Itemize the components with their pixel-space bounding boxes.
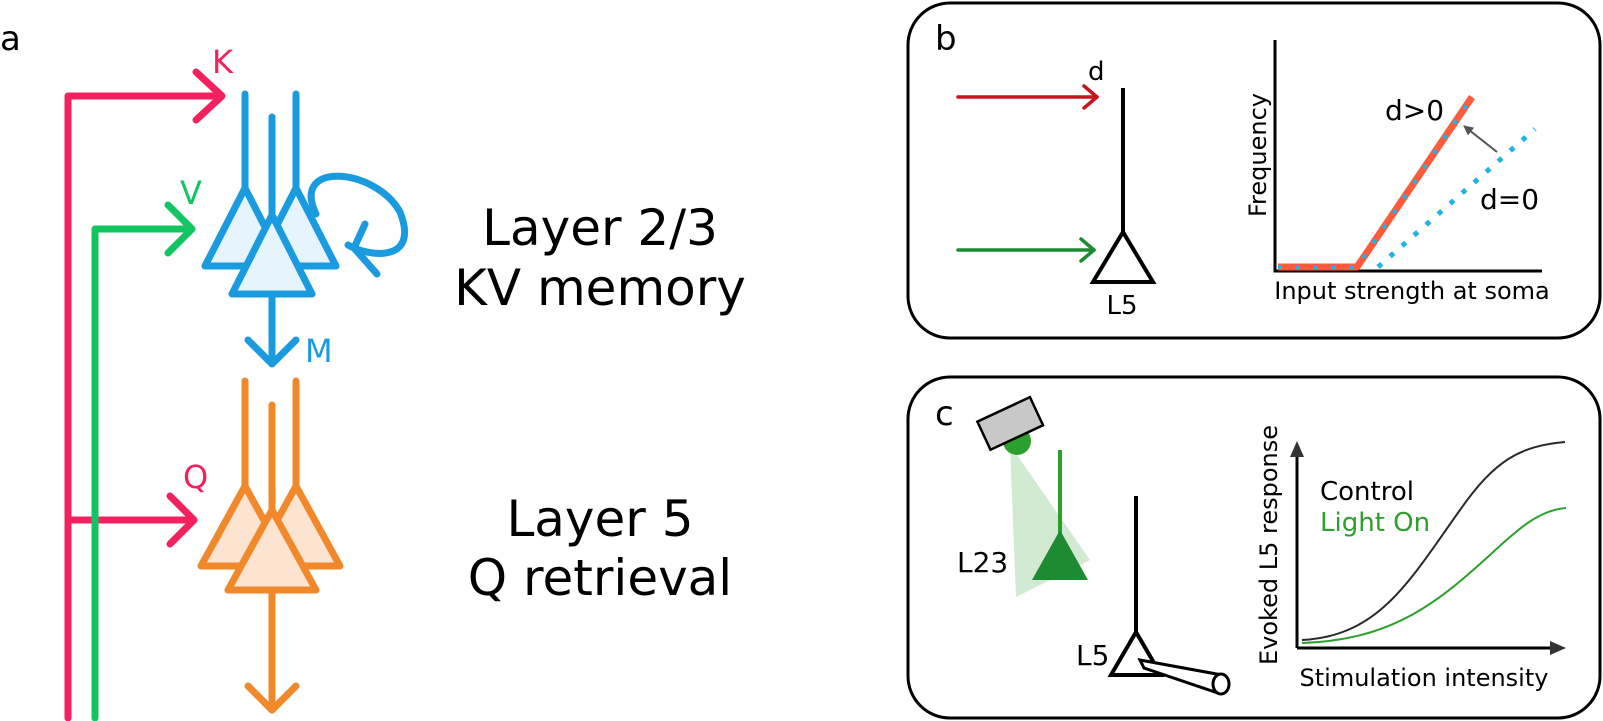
recurrent-loop [307,172,409,257]
q-arrowhead [166,492,198,548]
layer5-neurons [197,377,344,714]
plot-c-yaxis-arrowhead [1290,441,1304,457]
panel-a: a K V Q M [0,19,746,721]
layer23-neurons [201,90,409,368]
layer5-title: Layer 5 [506,490,693,548]
legend-control: Control [1320,477,1414,507]
panel-c-frame [906,375,1602,720]
recurrent-arrowhead [350,220,381,278]
l5-neuron-b [1089,88,1157,284]
plot-c-ylabel: Evoked L5 response [1255,425,1283,665]
curve-light-on [1301,507,1567,644]
legend-light-on: Light On [1320,508,1430,538]
dendrite-label: d [1088,57,1105,87]
v-input-line [91,225,194,721]
layer23-subtitle: KV memory [454,259,746,317]
panel-b-letter: b [935,19,957,59]
q-label: Q [183,458,208,496]
label-d-positive: d>0 [1385,94,1444,127]
somatic-input-arrow [956,237,1096,263]
layer23-title: Layer 2/3 [482,199,718,257]
panel-b: b d L5 Frequency Input strength at soma … [906,1,1602,340]
plot-b-axes [1273,40,1542,273]
l23-label: L23 [957,546,1008,579]
layer5-subtitle: Q retrieval [468,549,732,607]
panel-c: c L23 L5 Evoked L5 response Stimulation [906,375,1602,720]
v-arrowhead [164,201,196,257]
m-label: M [305,332,333,370]
k-arrowhead [192,68,226,124]
plot-c-xaxis-arrowhead [1550,641,1566,655]
k-label: K [212,43,234,81]
panel-a-letter: a [0,19,21,59]
l23-neuron-c [1032,450,1088,580]
curve-d-zero [1376,127,1537,269]
plot-c: Evoked L5 response Stimulation intensity… [1255,425,1567,692]
curve-d-positive [1278,95,1475,271]
light-device [975,395,1045,452]
label-d-zero: d=0 [1480,183,1539,216]
plot-b-ylabel: Frequency [1244,93,1272,217]
shift-arrow [1463,125,1498,153]
dendritic-input-arrow [956,84,1099,110]
plot-c-xlabel: Stimulation intensity [1300,664,1549,692]
panel-b-frame [906,1,1602,340]
l5-neuron-c [1107,496,1231,696]
v-label: V [180,174,202,212]
kq-input-pathway [64,68,226,721]
m-arrowhead [244,336,300,368]
k-input-line [64,92,222,721]
l5-output-arrowhead [244,682,300,714]
curve-control [1301,441,1566,641]
panel-c-letter: c [935,394,954,434]
v-input-pathway [91,201,196,721]
l5-label-c: L5 [1076,639,1109,672]
plot-b-xlabel: Input strength at soma [1274,277,1550,305]
plot-b: Frequency Input strength at soma d>0 d=0 [1244,40,1550,305]
l5-label-b: L5 [1106,291,1137,321]
